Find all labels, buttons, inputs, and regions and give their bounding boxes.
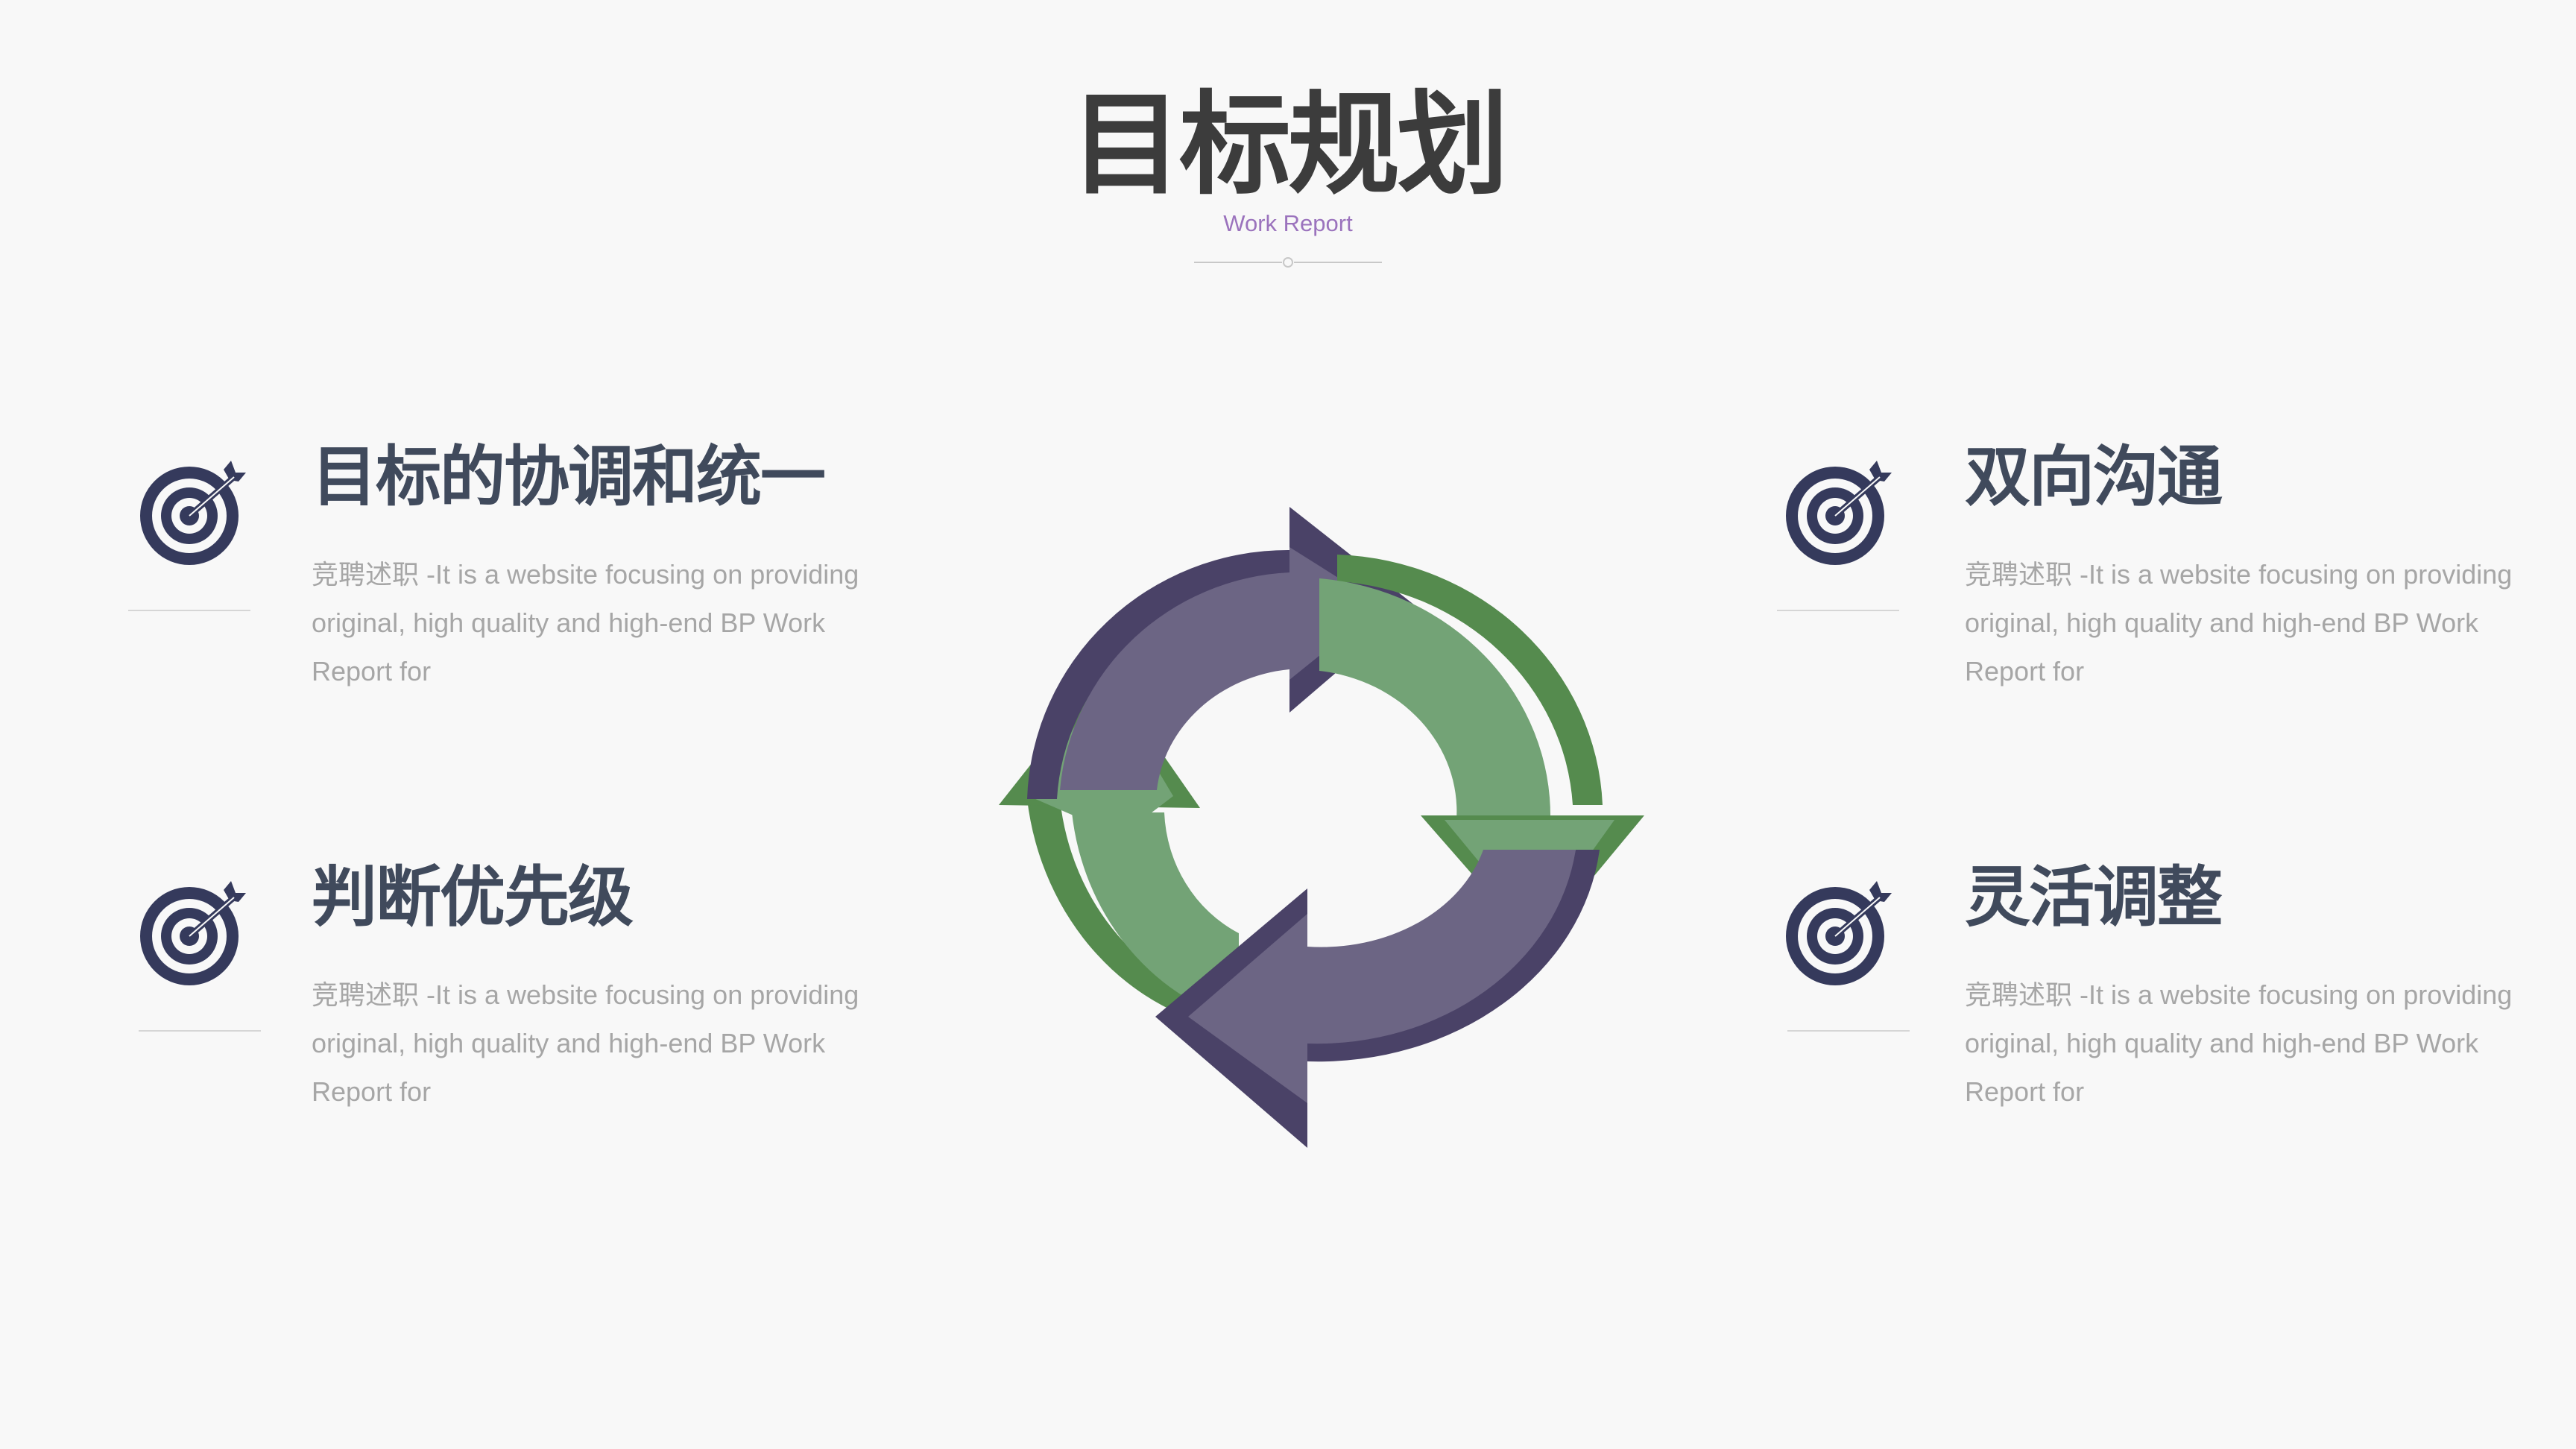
cycle-arrow-right-shadow: [1337, 555, 1603, 805]
target-arrow-icon: [1786, 461, 1892, 565]
item-rule: [128, 610, 250, 611]
target-arrow-icon: [1786, 881, 1892, 985]
item-rule: [1777, 610, 1899, 611]
item-title: 双向沟通: [1965, 438, 2223, 515]
item-rule: [1787, 1030, 1910, 1032]
item-description: 竞聘述职 -It is a website focusing on provid…: [312, 979, 859, 1107]
item-description: 竞聘述职 -It is a website focusing on provid…: [1965, 559, 2513, 686]
cycle-arrow-bottom-head-face: [1188, 914, 1307, 1103]
cycle-arrow-top-body: [1060, 572, 1289, 790]
item-rule: [139, 1030, 261, 1032]
cycle-arrow-bottom-body: [1307, 850, 1576, 1044]
target-arrow-icon: [140, 881, 246, 985]
cycle-arrow-top-shadow: [1027, 549, 1289, 799]
title-divider: [1194, 257, 1382, 268]
item-description: 竞聘述职 -It is a website focusing on provid…: [1965, 979, 2513, 1107]
page-subtitle: Work Report: [1223, 210, 1353, 236]
page-title: 目标规划: [1070, 80, 1509, 210]
cycle-arrow-right-body: [1319, 578, 1551, 820]
item-description: 竞聘述职 -It is a website focusing on provid…: [312, 559, 859, 686]
cycle-arrow-left-body: [1072, 812, 1239, 1021]
item-title: 目标的协调和统一: [312, 438, 826, 515]
item-title: 判断优先级: [312, 859, 634, 935]
target-arrow-icon: [140, 461, 246, 565]
item-title: 灵活调整: [1965, 859, 2223, 935]
cycle-arrows-diagram: [999, 507, 1644, 1148]
